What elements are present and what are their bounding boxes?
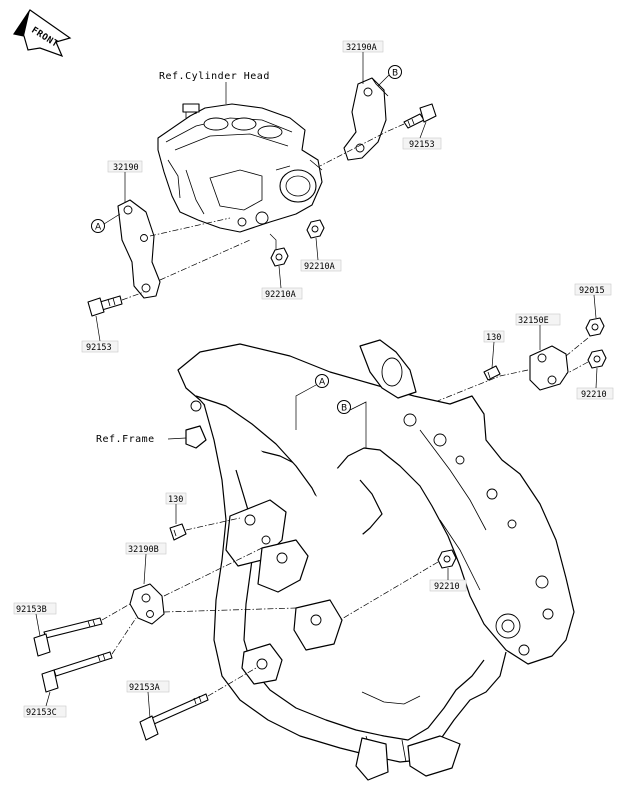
callout-b-top: [388, 65, 402, 79]
callout-b-frame: [337, 400, 351, 414]
part-32150E-label: 32150E: [518, 316, 549, 326]
bolt-130-top: [483, 365, 501, 381]
callout-a-left: [91, 219, 105, 233]
part-92015-label: 92015: [579, 286, 605, 296]
part-92153-left-label: 92153: [86, 343, 112, 353]
part-92153-top-label: 92153: [409, 140, 435, 150]
front-arrow-icon: FRONT: [13, 9, 72, 58]
part-32190B-label: 32190B: [128, 545, 159, 555]
bolt-130-mid: [169, 523, 187, 541]
callout-a-frame-label: A: [319, 378, 326, 388]
part-32190-label: 32190: [113, 163, 139, 173]
part-32190A-label: 32190A: [346, 43, 377, 53]
bracket-32150E: [529, 345, 569, 391]
bracket-32190B: [129, 583, 165, 625]
ref-cylinder-head-label: Ref.Cylinder Head: [159, 71, 270, 82]
part-130-top-label: 130: [486, 333, 501, 343]
motorcycle-frame: [177, 339, 575, 781]
nut-92210-mid: [437, 549, 457, 569]
nut-92210-right: [587, 349, 607, 369]
part-92153B-label: 92153B: [16, 605, 47, 615]
nut-92210A-2: [270, 247, 289, 267]
nut-92210A-1: [306, 219, 325, 239]
callout-b-frame-label: B: [341, 404, 347, 414]
bracket-32190A: [343, 77, 389, 161]
part-92210A-1-label: 92210A: [304, 262, 335, 272]
callout-b-top-label: B: [392, 69, 398, 79]
bolt-92153B: [33, 617, 103, 657]
ref-frame-label: Ref.Frame: [96, 434, 155, 445]
callout-a-frame: [315, 374, 329, 388]
cylinder-head: [157, 103, 323, 233]
part-92153A-label: 92153A: [129, 683, 160, 693]
bolt-92153A: [139, 693, 209, 741]
part-130-mid-label: 130: [168, 495, 183, 505]
part-92210A-2-label: 92210A: [265, 290, 296, 300]
part-92153C-label: 92153C: [26, 708, 57, 718]
bolt-92015: [585, 317, 605, 337]
bolt-92153-left: [87, 295, 123, 317]
part-92210-mid-label: 92210: [434, 582, 460, 592]
bracket-32190: [117, 199, 161, 299]
part-92210-right-label: 92210: [581, 390, 607, 400]
callout-a-left-label: A: [95, 223, 102, 233]
bolt-92153C: [41, 651, 113, 693]
bolt-92153-top: [403, 103, 437, 129]
